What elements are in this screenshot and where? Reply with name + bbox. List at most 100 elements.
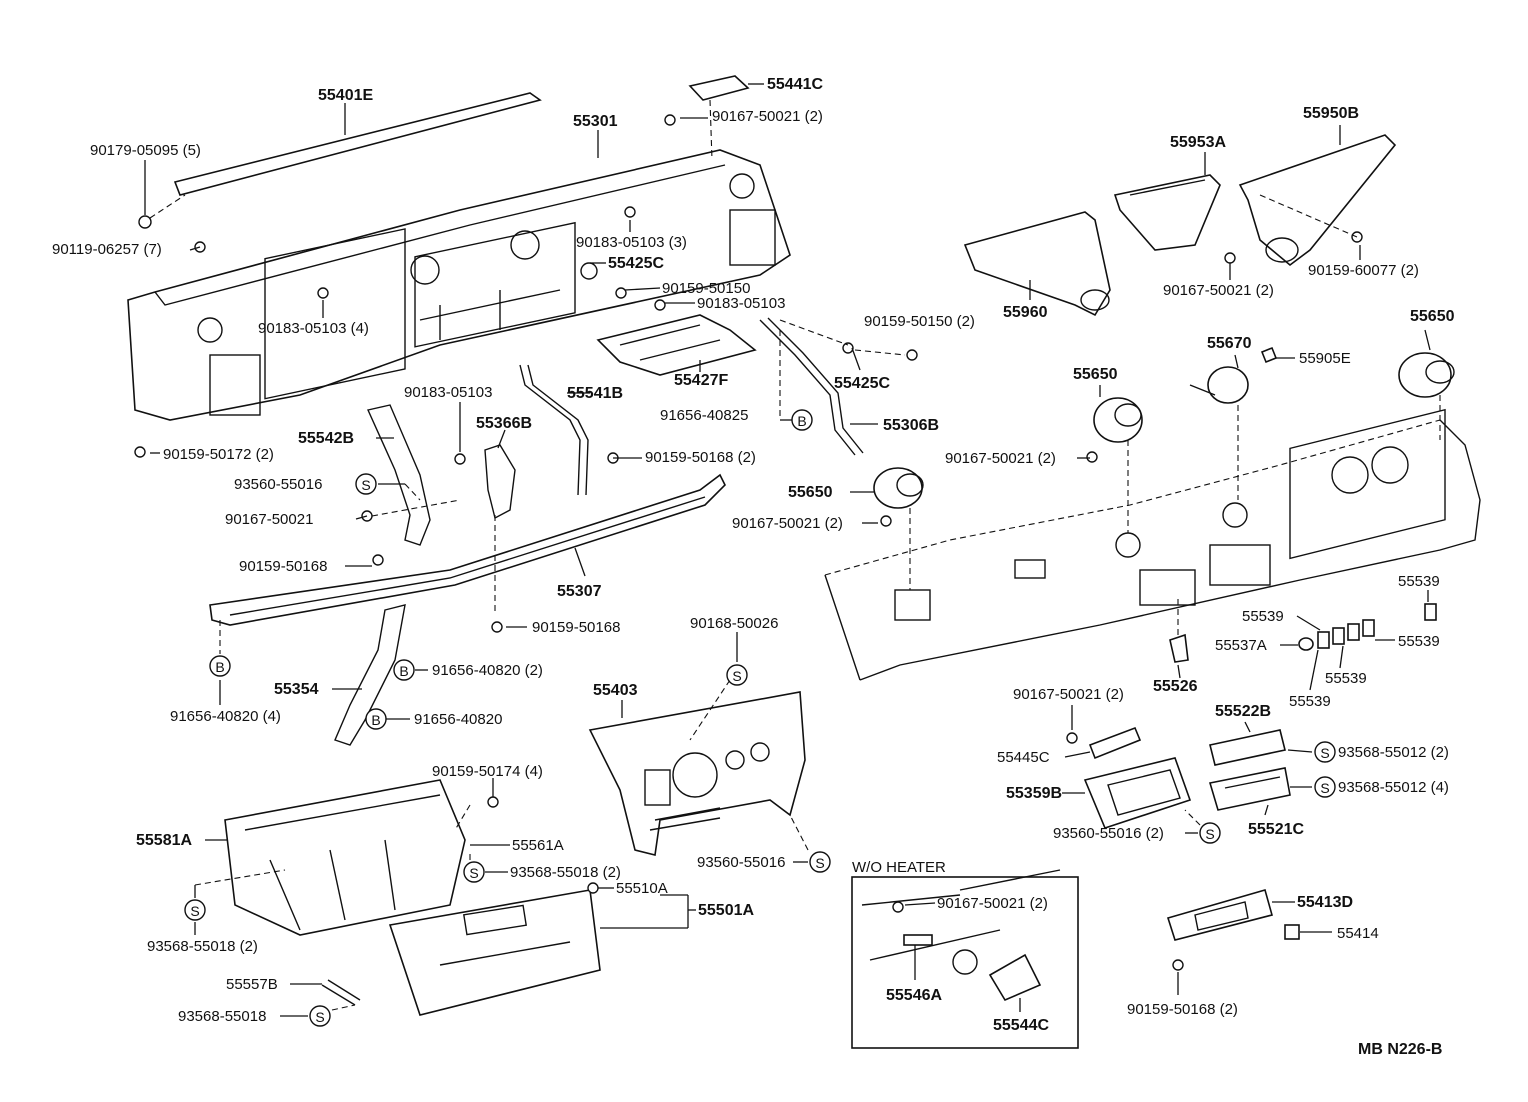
label-55359b: 55359B: [1006, 785, 1062, 802]
panel-55521c: [1208, 767, 1291, 811]
svg-text:S: S: [1320, 745, 1329, 761]
callout-s-93568-55018-2-a: S: [463, 861, 485, 883]
label-55301: 55301: [573, 113, 618, 130]
dashboard-outline-right: [824, 408, 1481, 681]
label-93568-55012-4: 93568-55012 (4): [1338, 779, 1449, 796]
label-55950b: 55950B: [1303, 105, 1359, 122]
vent-55953a: [1113, 174, 1221, 251]
label-90159-50168-single-a: 90159-50168: [239, 558, 327, 575]
label-91656-40820-2: 91656-40820 (2): [432, 662, 543, 679]
label-93560-55016-a: 93560-55016: [234, 476, 322, 493]
label-55539-e: 55539: [1289, 693, 1331, 710]
label-55581a: 55581A: [136, 832, 192, 849]
svg-text:S: S: [315, 1009, 324, 1025]
label-55546a: 55546A: [886, 987, 942, 1004]
label-90183-05103-left: 90183-05103: [404, 384, 492, 401]
label-55542b: 55542B: [298, 430, 354, 447]
round-vent-55650-mid: [1093, 397, 1143, 443]
label-90159-50174: 90159-50174 (4): [432, 763, 543, 780]
svg-text:S: S: [190, 903, 199, 919]
callout-b-91656-40820: B: [365, 708, 387, 730]
svg-text:S: S: [1320, 780, 1329, 796]
part-55526: [1169, 633, 1189, 663]
label-90167-50021-2-center: 90167-50021 (2): [732, 515, 843, 532]
callout-s-93560-55016-b: S: [809, 851, 831, 873]
label-93568-55018: 93568-55018: [178, 1008, 266, 1025]
svg-text:B: B: [215, 659, 224, 675]
duct-55950b: [1238, 134, 1397, 267]
tray-55359b: [1083, 726, 1192, 829]
callout-circles: S B B B B S S S S S S S S: [184, 409, 1336, 1027]
glove-door-55501a: [388, 889, 601, 1016]
label-55539-a: 55539: [1398, 573, 1440, 590]
panel-55522b: [1209, 729, 1286, 766]
label-55510a: 55510A: [616, 880, 668, 897]
label-55953a: 55953A: [1170, 134, 1226, 151]
label-55526: 55526: [1153, 678, 1198, 695]
label-55905e: 55905E: [1299, 350, 1351, 367]
label-55557b: 55557B: [226, 976, 278, 993]
svg-text:B: B: [371, 712, 380, 728]
instrument-panel-55301: [127, 149, 791, 421]
label-55960: 55960: [1003, 304, 1048, 321]
label-55403: 55403: [593, 682, 638, 699]
label-90183-05103-mid: 90183-05103: [697, 295, 785, 312]
label-55521c: 55521C: [1248, 821, 1304, 838]
callout-b-91656-40820-4: B: [209, 655, 231, 677]
screw-marks: [134, 114, 1363, 971]
label-55541b: 55541B: [567, 385, 623, 402]
switch-55670: [1189, 346, 1278, 404]
svg-text:B: B: [797, 413, 806, 429]
brace-55354: [334, 604, 406, 746]
label-55366b: 55366B: [476, 415, 532, 432]
vent-duct-55960: [963, 211, 1111, 317]
label-55425c-top: 55425C: [608, 255, 664, 272]
label-90183-05103-3: 90183-05103 (3): [576, 234, 687, 251]
label-90167-50021-2-top: 90167-50021 (2): [712, 108, 823, 125]
molding-strip-55401e: [173, 92, 542, 196]
label-93568-55018-2-a: 93568-55018 (2): [510, 864, 621, 881]
brace-55306b: [759, 317, 864, 456]
label-90159-60077: 90159-60077 (2): [1308, 262, 1419, 279]
svg-text:B: B: [399, 663, 408, 679]
callout-s-93568-55018: S: [309, 1005, 331, 1027]
label-93560-55016-b: 93560-55016: [697, 854, 785, 871]
label-55307: 55307: [557, 583, 602, 600]
round-vent-55650-right: [1398, 352, 1455, 398]
figure-code: MB N226-B: [1358, 1041, 1442, 1058]
part-55441c: [688, 75, 750, 161]
cap-55414: [1284, 924, 1300, 940]
label-90159-50150-2: 90159-50150 (2): [864, 313, 975, 330]
switch-set-55539: [1298, 603, 1437, 651]
label-90159-50168-2-b: 90159-50168 (2): [1127, 1001, 1238, 1018]
wo-heater-parts: [861, 869, 1061, 1002]
label-wo-heater: W/O HEATER: [852, 859, 946, 876]
rod-55557b: [321, 979, 361, 1006]
callout-s-93560-55016-2: S: [1199, 822, 1221, 844]
svg-text:S: S: [469, 865, 478, 881]
label-90119-06257: 90119-06257 (7): [52, 241, 162, 258]
bracket-55542b: [367, 404, 431, 546]
label-55522b: 55522B: [1215, 703, 1271, 720]
label-93560-55016-2: 93560-55016 (2): [1053, 825, 1164, 842]
label-55561a: 55561A: [512, 837, 564, 854]
label-55441c: 55441C: [767, 76, 823, 93]
svg-text:S: S: [361, 477, 370, 493]
label-93568-55012-2: 93568-55012 (2): [1338, 744, 1449, 761]
label-55414: 55414: [1337, 925, 1379, 942]
label-55445c: 55445C: [997, 749, 1050, 766]
label-55401e: 55401E: [318, 87, 373, 104]
svg-text:S: S: [1205, 826, 1214, 842]
label-90183-05103-4: 90183-05103 (4): [258, 320, 369, 337]
svg-text:S: S: [732, 668, 741, 684]
leader-lines: [144, 83, 1441, 1017]
label-90159-50172: 90159-50172 (2): [163, 446, 274, 463]
label-55427f: 55427F: [674, 372, 728, 389]
callout-s-90168-50026: S: [726, 664, 748, 686]
label-90159-50168-2-a: 90159-50168 (2): [645, 449, 756, 466]
label-90179-05095: 90179-05095 (5): [90, 142, 201, 159]
label-90159-50150: 90159-50150: [662, 280, 750, 297]
rod-55541b: [519, 364, 589, 496]
label-55306b: 55306B: [883, 417, 939, 434]
